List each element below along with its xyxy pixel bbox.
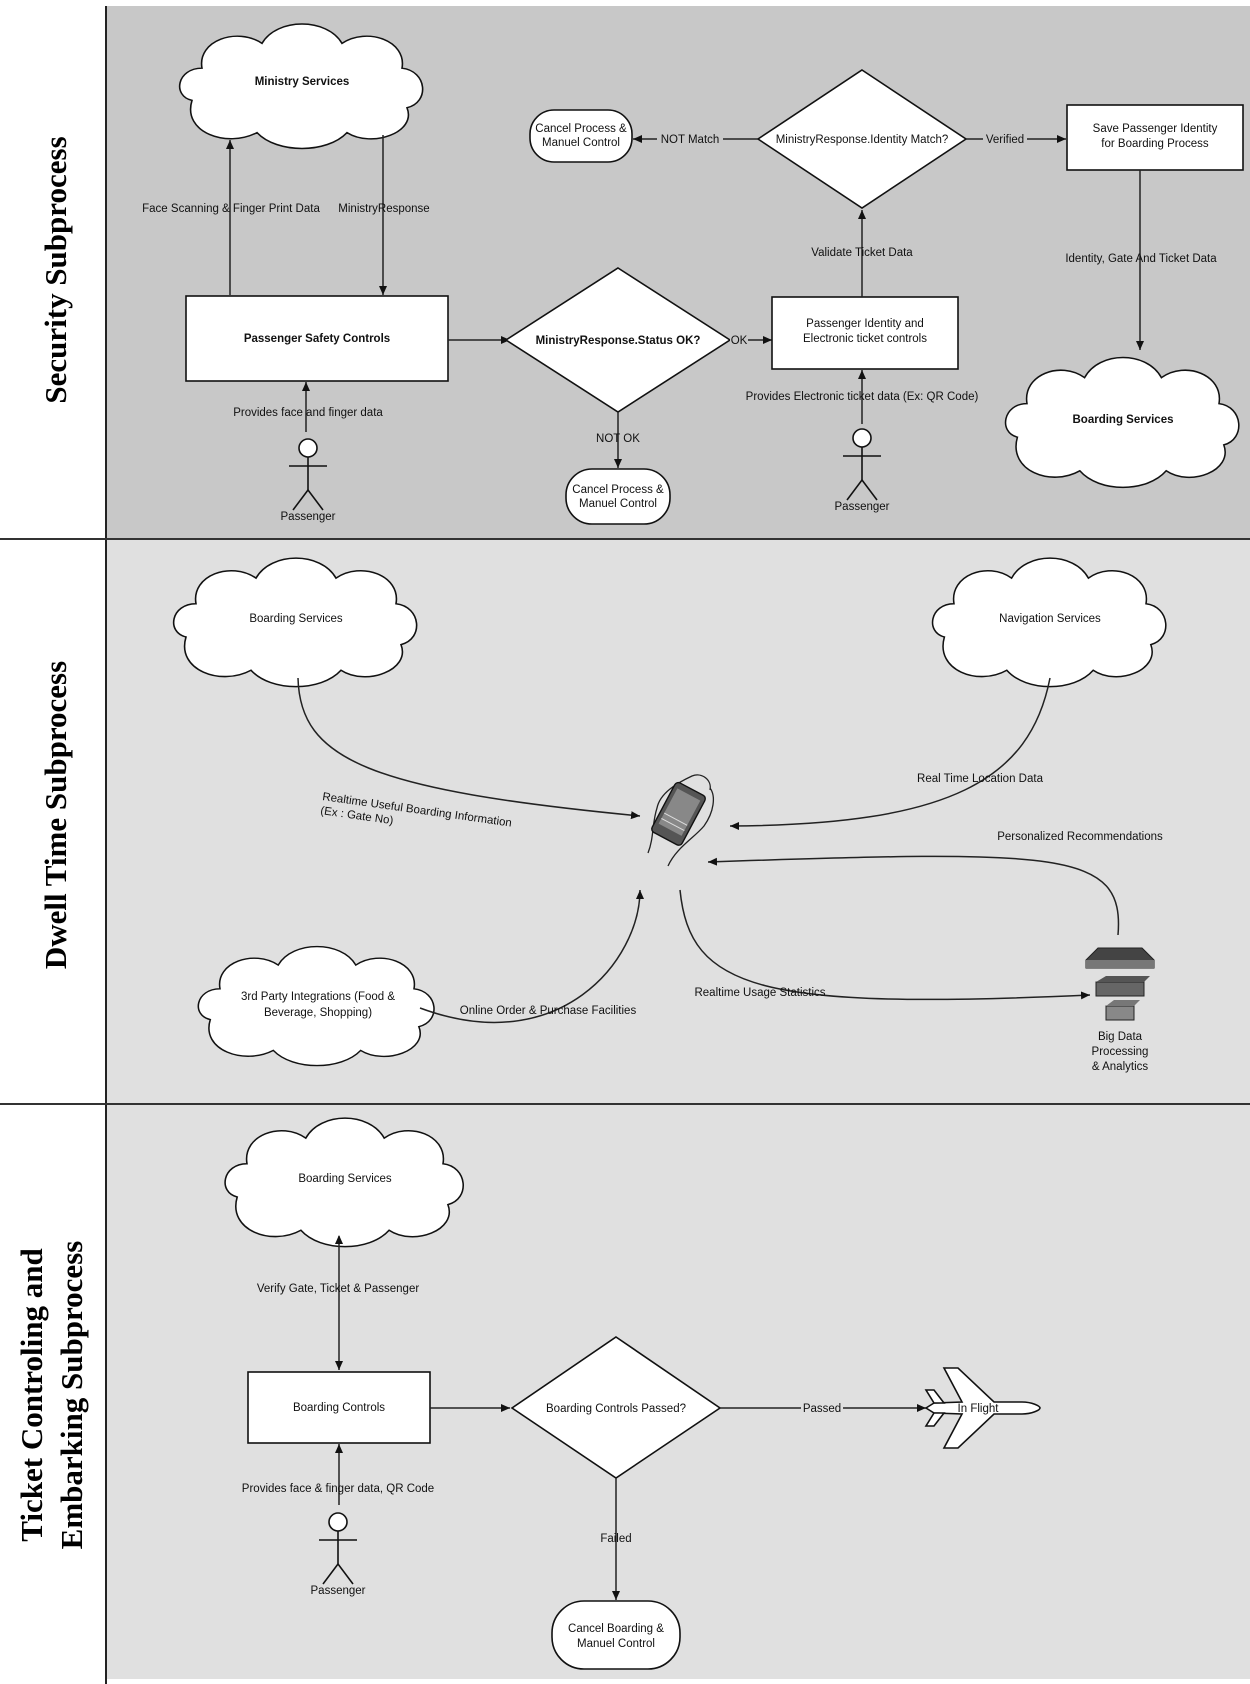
ticket-passenger-label: Passenger — [311, 1585, 366, 1597]
save-identity-line1: Save Passenger Identity — [1093, 123, 1218, 135]
dwell-boarding-services-label: Boarding Services — [249, 613, 343, 625]
third-party-line2: Beverage, Shopping) — [264, 1007, 372, 1019]
airplane-icon — [924, 1367, 1041, 1449]
ticket-boarding-services-label: Boarding Services — [298, 1173, 392, 1185]
provides-eticket-label: Provides Electronic ticket data (Ex: QR … — [746, 391, 979, 403]
ok-label-bg — [730, 333, 748, 347]
lane-title-ticket-line1: Ticket Controling and — [14, 1248, 49, 1541]
identity-gate-ticket-label: Identity, Gate And Ticket Data — [1065, 253, 1217, 265]
lane-title-dwell: Dwell Time Subprocess — [38, 661, 73, 969]
boarding-services-cloud-icon — [1004, 356, 1240, 488]
verified-label: Verified — [986, 134, 1024, 146]
cancel-process-1-terminator — [565, 468, 671, 525]
edge-realtime-usage — [679, 889, 1091, 1001]
passenger-safety-controls-label: Passenger Safety Controls — [244, 333, 390, 345]
not-match-label: NOT Match — [661, 134, 720, 146]
layered-database-icon — [1085, 947, 1155, 1021]
controls-passed-decision-label: Boarding Controls Passed? — [546, 1403, 686, 1415]
personalized-recommendations-label: Personalized Recommendations — [997, 831, 1163, 843]
edge-real-time-location — [729, 677, 1051, 830]
ministry-response-label: MinistryResponse — [338, 203, 429, 215]
validate-ticket-label: Validate Ticket Data — [811, 247, 913, 259]
cancel-boarding-line2: Manuel Control — [577, 1638, 655, 1650]
cancel-process-1-line1: Cancel Process & — [572, 484, 664, 496]
passed-label: Passed — [803, 1403, 841, 1415]
status-ok-decision-label: MinistryResponse.Status OK? — [536, 335, 701, 347]
big-data-line2: Processing — [1092, 1046, 1149, 1058]
face-scanning-label: Face Scanning & Finger Print Data — [142, 203, 320, 215]
lane-title-ticket-line2: Embarking Subprocess — [54, 1241, 89, 1550]
not-ok-label: NOT OK — [596, 433, 640, 445]
identity-ticket-controls-box — [771, 296, 959, 370]
cancel-process-2-line2: Manuel Control — [542, 137, 620, 149]
ok-label: OK — [731, 335, 748, 347]
edge-online-order — [419, 889, 644, 1024]
edge-realtime-boarding — [297, 677, 641, 820]
ticket-passenger-stick-figure-icon — [319, 1512, 357, 1585]
identity-match-decision-label: MinistryResponse.Identity Match? — [776, 134, 949, 146]
real-time-location-label: Real Time Location Data — [917, 773, 1044, 785]
cancel-boarding-terminator — [551, 1600, 681, 1670]
passenger-safety-controls-box — [185, 295, 449, 382]
big-data-line1: Big Data — [1098, 1031, 1143, 1043]
edge-personalized-recommendations — [707, 855, 1120, 936]
hand-holding-phone-icon — [647, 774, 715, 867]
ministry-services-label: Ministry Services — [255, 76, 350, 88]
realtime-usage-label: Realtime Usage Statistics — [694, 987, 825, 999]
ministry-services-cloud-icon — [178, 23, 424, 150]
save-identity-box — [1066, 104, 1244, 171]
boarding-services-label: Boarding Services — [1073, 414, 1174, 426]
cancel-boarding-line1: Cancel Boarding & — [568, 1623, 664, 1635]
verified-label-bg — [983, 132, 1027, 146]
passenger-1-label: Passenger — [281, 511, 336, 523]
save-identity-line2: for Boarding Process — [1101, 138, 1209, 150]
failed-label: Failed — [600, 1533, 631, 1545]
cancel-process-1-line2: Manuel Control — [579, 498, 657, 510]
identity-controls-line2: Electronic ticket controls — [803, 333, 927, 345]
cancel-process-2-terminator — [529, 109, 633, 163]
navigation-services-cloud-icon — [931, 557, 1167, 688]
cancel-process-2-line1: Cancel Process & — [535, 123, 627, 135]
passenger-2-label: Passenger — [835, 501, 890, 513]
big-data-line3: & Analytics — [1092, 1061, 1148, 1073]
identity-match-decision — [756, 69, 968, 209]
in-flight-label: In Flight — [958, 1403, 1000, 1415]
third-party-cloud-icon — [197, 946, 435, 1067]
online-order-label: Online Order & Purchase Facilities — [460, 1005, 637, 1017]
identity-controls-line1: Passenger Identity and — [806, 318, 924, 330]
provides-face-finger-label: Provides face and finger data — [233, 407, 383, 419]
navigation-services-label: Navigation Services — [999, 613, 1101, 625]
not-match-label-bg — [657, 132, 723, 146]
third-party-line1: 3rd Party Integrations (Food & — [241, 991, 395, 1003]
dwell-boarding-services-cloud-icon — [172, 557, 418, 688]
lane-title-security: Security Subprocess — [38, 136, 73, 403]
ticket-boarding-services-cloud-icon — [224, 1117, 464, 1248]
passenger-2-stick-figure-icon — [843, 428, 881, 501]
passed-label-bg — [801, 1401, 843, 1415]
provides-face-qr-label: Provides face & finger data, QR Code — [242, 1483, 434, 1495]
boarding-controls-label: Boarding Controls — [293, 1402, 385, 1414]
passenger-stick-figure-icon — [289, 438, 327, 511]
verify-gate-label: Verify Gate, Ticket & Passenger — [257, 1283, 420, 1295]
